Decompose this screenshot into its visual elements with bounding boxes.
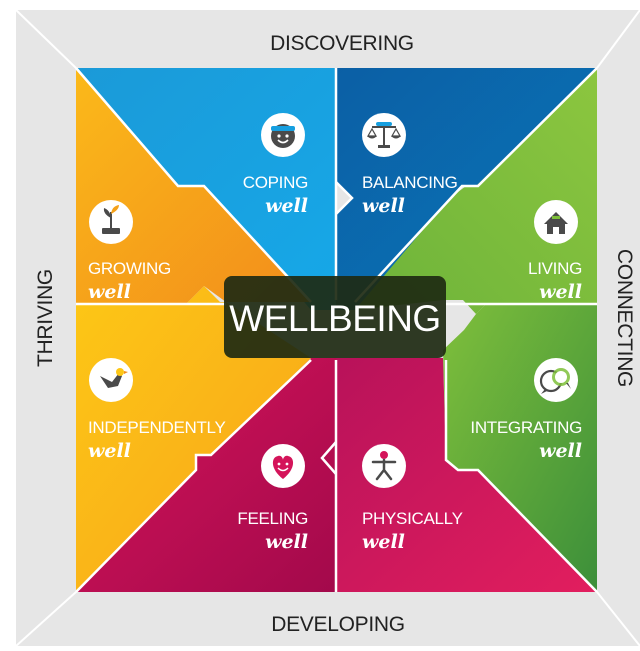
house-icon	[544, 212, 568, 234]
center-title: WELLBEING	[229, 298, 440, 339]
segment-dividers	[75, 67, 598, 593]
icon-balancing	[362, 113, 406, 157]
segment-independently	[76, 286, 311, 592]
icon-living	[534, 200, 578, 244]
face-icon	[271, 124, 295, 148]
well-integrating: well	[539, 440, 582, 462]
figure-icon	[371, 451, 397, 481]
frame-diagonals	[15, 9, 640, 647]
well-physically: well	[362, 531, 405, 553]
label-physically: PHYSICALLY	[362, 509, 463, 528]
label-feeling: FEELING	[237, 509, 308, 528]
icon-growing	[89, 200, 133, 244]
bird-icon	[100, 368, 128, 388]
side-label-bottom: DEVELOPING	[271, 613, 405, 636]
well-living: well	[539, 281, 582, 303]
well-feeling: well	[265, 531, 308, 553]
well-growing: well	[88, 281, 131, 303]
icon-independently	[89, 358, 133, 402]
icon-physically	[362, 444, 406, 488]
scales-icon	[366, 122, 402, 148]
heart-face-icon	[272, 455, 294, 479]
icon-feeling	[261, 444, 305, 488]
well-coping: well	[265, 195, 308, 217]
label-coping: COPING	[243, 173, 308, 192]
label-independently: INDEPENDENTLY	[88, 418, 225, 437]
label-living: LIVING	[528, 259, 582, 278]
label-balancing: BALANCING	[362, 173, 458, 192]
icon-coping	[261, 113, 305, 157]
side-label-right: CONNECTING	[613, 249, 636, 387]
icon-integrating	[534, 358, 578, 402]
side-label-top: DISCOVERING	[270, 32, 414, 55]
center-box: WELLBEING	[224, 276, 446, 358]
label-growing: GROWING	[88, 259, 171, 278]
sprout-icon	[102, 205, 120, 234]
chat-bubbles-icon	[539, 368, 571, 394]
segment-feeling	[76, 358, 336, 592]
side-label-left: THRIVING	[34, 269, 57, 367]
segment-physically	[336, 358, 597, 592]
well-independently: well	[88, 440, 131, 462]
label-integrating: INTEGRATING	[470, 418, 582, 437]
well-balancing: well	[362, 195, 405, 217]
